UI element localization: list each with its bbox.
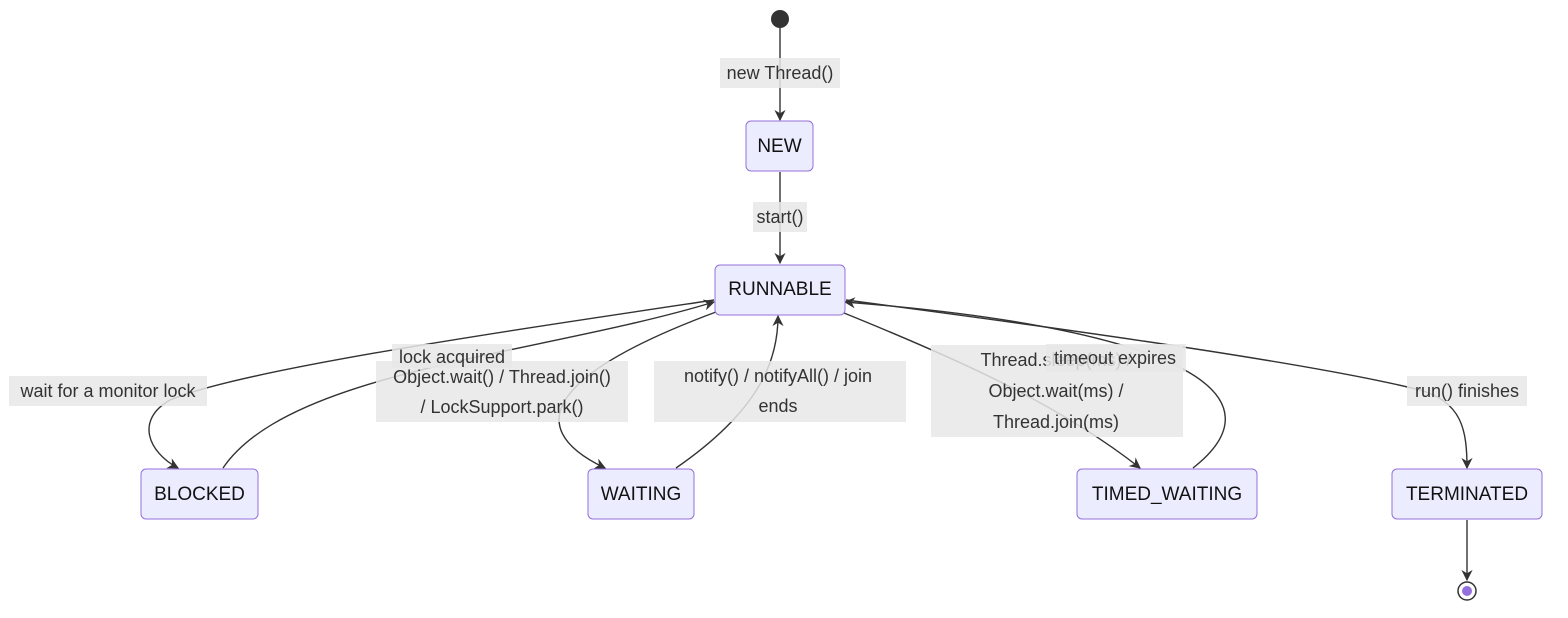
svg-text:NEW: NEW <box>757 136 801 157</box>
edge-labels: new Thread() start() wait for a monitor … <box>9 58 1527 437</box>
end-point <box>1457 581 1477 601</box>
svg-text:lock acquired: lock acquired <box>399 347 505 367</box>
svg-text:start(): start() <box>757 207 804 227</box>
edge-runnable-to-terminated <box>845 299 1473 470</box>
svg-text:TIMED_WAITING: TIMED_WAITING <box>1092 484 1242 505</box>
state-waiting: WAITING <box>587 468 695 520</box>
label-start: start() <box>753 202 807 232</box>
label-wait-join-park: Object.wait() / Thread.join() / LockSupp… <box>376 361 628 422</box>
svg-text:TERMINATED: TERMINATED <box>1406 484 1528 505</box>
svg-text:ends: ends <box>758 396 797 416</box>
state-runnable: RUNNABLE <box>714 264 846 316</box>
state-timed-waiting: TIMED_WAITING <box>1076 468 1258 520</box>
state-blocked: BLOCKED <box>140 468 259 520</box>
svg-text:Object.wait(ms) /: Object.wait(ms) / <box>988 381 1123 401</box>
states: NEW RUNNABLE BLOCKED WAITING TIMED_WAITI… <box>140 120 1543 520</box>
label-timeout-expires: timeout expires <box>1046 344 1186 372</box>
svg-text:BLOCKED: BLOCKED <box>154 484 245 505</box>
state-terminated: TERMINATED <box>1391 468 1543 520</box>
svg-text:new Thread(): new Thread() <box>727 63 834 83</box>
svg-text:RUNNABLE: RUNNABLE <box>728 279 831 300</box>
start-point <box>771 10 789 28</box>
state-new: NEW <box>745 120 814 172</box>
label-run-finishes: run() finishes <box>1407 376 1527 406</box>
svg-text:run() finishes: run() finishes <box>1415 381 1519 401</box>
svg-text:/ LockSupport.park(): / LockSupport.park() <box>420 397 583 417</box>
svg-text:timeout expires: timeout expires <box>1054 348 1176 368</box>
label-new-thread: new Thread() <box>720 58 840 88</box>
edge-runnable-to-blocked <box>148 299 715 469</box>
svg-text:Thread.join(ms): Thread.join(ms) <box>993 412 1119 432</box>
svg-text:Object.wait() / Thread.join(): Object.wait() / Thread.join() <box>393 367 611 387</box>
label-lock-acquired: lock acquired <box>392 344 512 368</box>
svg-text:wait for a monitor lock: wait for a monitor lock <box>19 381 196 401</box>
label-wait-for-monitor-lock: wait for a monitor lock <box>9 376 207 406</box>
label-notify: notify() / notifyAll() / join ends <box>654 361 906 422</box>
svg-text:notify() / notifyAll() / join: notify() / notifyAll() / join <box>684 366 872 386</box>
svg-text:WAITING: WAITING <box>601 484 682 505</box>
